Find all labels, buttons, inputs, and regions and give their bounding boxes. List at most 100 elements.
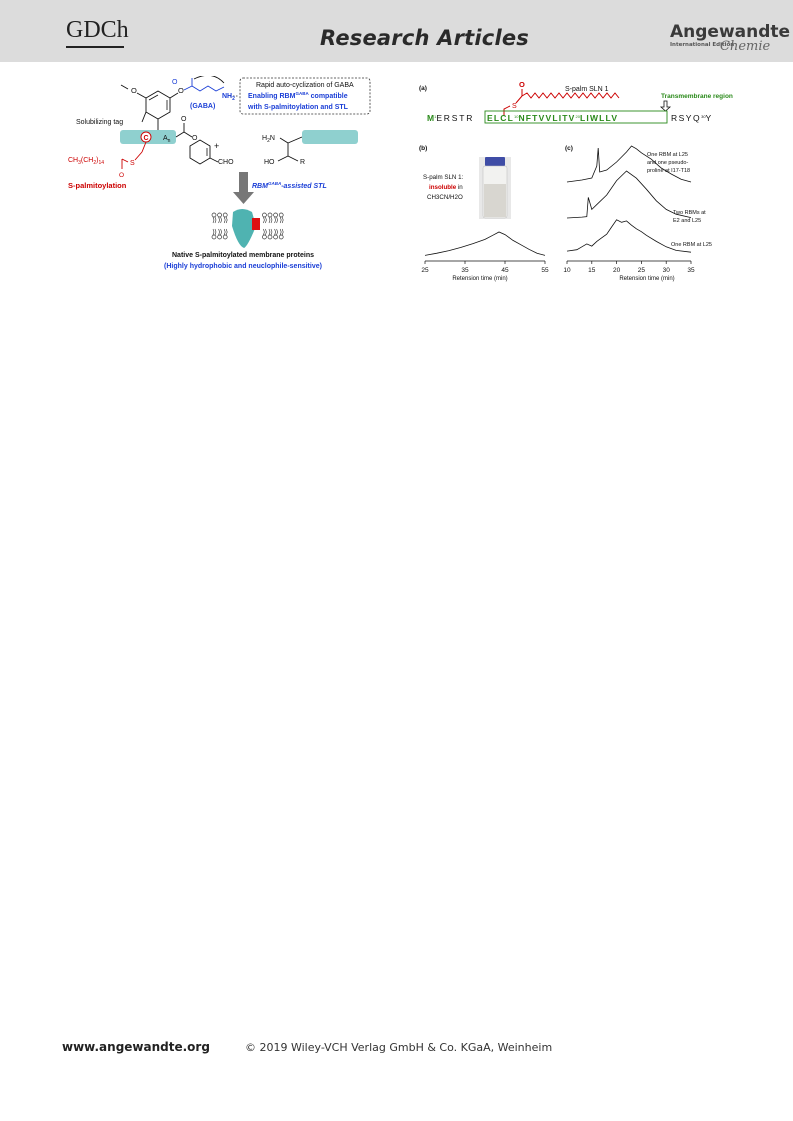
reaction-arrow-head (233, 192, 254, 204)
peptide-name: S-palm SLN 1 (565, 86, 609, 93)
gaba-note-box (239, 77, 371, 115)
membrane-protein (232, 209, 256, 248)
reaction-scheme: Rapid auto-cyclization of GABA Enabling … (62, 74, 382, 288)
chromatogram-trace (566, 145, 692, 183)
gaba-carbonyl-oxygen: O (172, 79, 178, 86)
r-bond (287, 155, 299, 162)
x-tick-label: 10 (563, 267, 571, 274)
sal-ester-oxygen: O (192, 135, 198, 142)
cys-side-chain (141, 141, 147, 153)
sal-carbonyl-oxygen: O (181, 116, 187, 123)
lipid-head (273, 234, 278, 240)
gdch-logo-underline (66, 46, 124, 48)
thioester-sulfur: S (512, 103, 517, 110)
palmitoyl-anchor (252, 218, 260, 230)
footer-copyright: © 2019 Wiley-VCH Verlag GmbH & Co. KGaA,… (245, 1041, 553, 1054)
c-trace1-label-line1: One RBM at L25 (647, 152, 688, 158)
journal-logo-chemie: Chemie (720, 39, 771, 54)
hydroxyl-bond (277, 155, 289, 162)
panel-c-label: (c) (565, 145, 573, 152)
thioester-sulfur: S (130, 160, 135, 167)
transmembrane-label: Transmembrane region (661, 93, 733, 100)
lipid-tail (263, 228, 267, 236)
journal-logo-edition: International Edition (670, 42, 735, 48)
thioester-bond (515, 95, 523, 104)
product-title: Native S-palmitoylated membrane proteins (172, 252, 314, 259)
lipid-tail (268, 216, 273, 224)
methyl-bond (120, 84, 129, 90)
lipid-head (267, 212, 273, 218)
gdch-logo: GDCh (66, 17, 129, 50)
b-label-line2: insoluble in (429, 184, 463, 191)
lipid-head (273, 212, 278, 218)
an-residue: An (163, 135, 171, 144)
lipid-tail (223, 216, 228, 224)
lipid-tail (279, 228, 284, 236)
vial-suspension (484, 184, 506, 217)
amine-bond (279, 137, 289, 144)
journal-logo-word: Angewandte (670, 22, 791, 42)
c-trace1-label-line3: proline at I17-T18 (647, 168, 690, 174)
methoxy-oxygen: O (131, 86, 137, 95)
x-tick-label: 35 (687, 267, 695, 274)
sal-bond (175, 131, 185, 138)
lipid-head (262, 212, 267, 218)
tm-sequence-1: ELCL10NFTVVLITV20LIWLLV (487, 113, 618, 123)
section-title: Research Articles (320, 26, 529, 50)
c-trace2-label-line1: Two RBMs at (673, 210, 706, 216)
tag-bond (141, 111, 147, 123)
chromatogram-trace (566, 170, 692, 219)
ser-thr-peptide-segment (302, 130, 358, 144)
b-label-line3: CH3CN/H2O (427, 194, 463, 201)
b-label-line1: S-palm SLN 1: (423, 174, 464, 181)
gaba-note-line2: Enabling RBMGABA compatible (248, 91, 348, 100)
gaba-note-line1: Rapid auto-cyclization of GABA (256, 82, 354, 89)
gdch-logo-text: GDCh (66, 17, 129, 43)
hplc-figure: (a) S-palm SLN 1 O S Transmembrane regio… (415, 76, 735, 288)
x-tick-label: 20 (613, 267, 621, 274)
lipid-head (278, 234, 284, 240)
reaction-arrow-label: RBMGABA-assisted STL (252, 181, 327, 190)
x-tick-label: 15 (588, 267, 596, 274)
lipid-tail (218, 228, 222, 236)
x-tick-label: 55 (541, 267, 549, 274)
hydroxyl-label: HO (264, 159, 275, 166)
plus-sign: + (214, 141, 219, 151)
lipid-tail (274, 216, 278, 224)
footer-url[interactable]: www.angewandte.org (62, 1040, 210, 1054)
amine-label: H2N (262, 135, 275, 144)
cys-side-chain-2 (134, 151, 143, 161)
nh2-label: NH2 (222, 93, 235, 102)
thioester-bond (121, 158, 129, 163)
lipid-head (211, 234, 217, 240)
x-tick-label: 25 (421, 267, 429, 274)
lipid-bilayer (211, 212, 284, 240)
cho-bond (209, 157, 219, 163)
cysteine-link (503, 105, 511, 116)
lipid-tail (268, 228, 273, 236)
sal-ester-bond (183, 131, 193, 138)
c-trace1-label-line2: and one pseudo- (647, 160, 688, 166)
gaba-bond (183, 85, 193, 91)
transmembrane-box (484, 110, 668, 124)
palmitoyl-zigzag-chain (521, 92, 620, 99)
lipid-tail (279, 216, 284, 224)
c-trace3-label-line1: One RBM at L25 (671, 242, 712, 248)
backbone-bond (287, 136, 303, 144)
reaction-scheme-svg: Rapid auto-cyclization of GABA Enabling … (68, 74, 371, 270)
transmembrane-end-arrow (659, 100, 672, 112)
hplc-figure-svg: (a) S-palm SLN 1 O S Transmembrane regio… (419, 80, 733, 282)
r-group-label: R (300, 159, 305, 166)
cysteine-residue: C (144, 135, 149, 142)
x-tick-label: 30 (663, 267, 671, 274)
post-tm-sequence: RSYQ30Y (671, 113, 713, 123)
lipid-head (217, 234, 222, 240)
lipid-head (217, 212, 222, 218)
lipid-head (262, 234, 267, 240)
ring-double-bond (148, 94, 159, 101)
ester-bond (169, 92, 179, 99)
lipid-tail (212, 228, 217, 236)
lipid-head (222, 234, 228, 240)
lipid-head (222, 212, 228, 218)
